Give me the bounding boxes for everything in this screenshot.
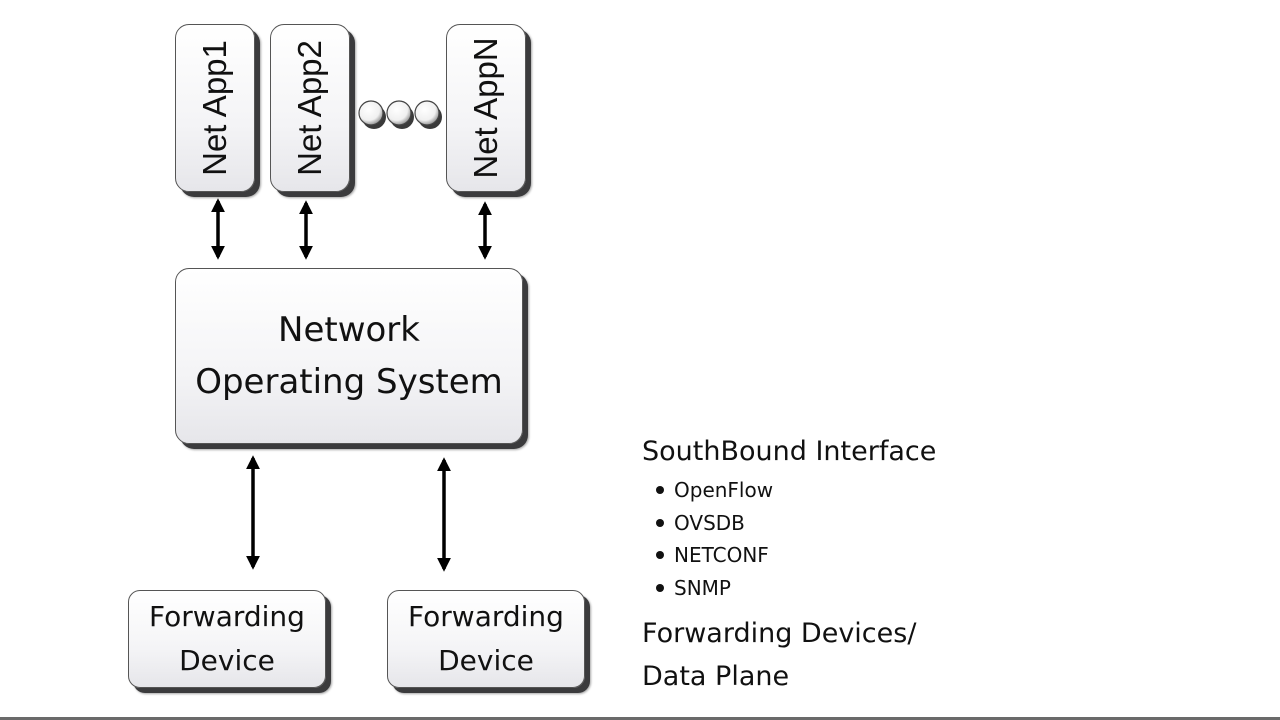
network-operating-system-box: Network Operating System	[175, 268, 523, 444]
southbound-interface-title: SouthBound Interface	[642, 436, 937, 467]
ellipsis-dot	[358, 100, 386, 129]
ellipsis-dot	[386, 100, 414, 129]
ellipsis-dots-icon	[358, 100, 442, 129]
net-app-2-box: Net App2	[270, 24, 350, 192]
forwarding-device-line2: Device	[438, 644, 534, 677]
net-app-1-box: Net App1	[175, 24, 255, 192]
southbound-protocol-list: OpenFlow OVSDB NETCONF SNMP	[656, 474, 773, 604]
list-item: OpenFlow	[656, 474, 773, 507]
bullet-icon	[656, 486, 664, 495]
data-plane-title-line2: Data Plane	[642, 661, 790, 692]
list-item: SNMP	[656, 572, 773, 605]
bottom-divider	[0, 717, 1280, 720]
forwarding-device-box: Forwarding Device	[387, 590, 585, 688]
nos-label-line2: Operating System	[195, 362, 503, 402]
net-app-n-box: Net AppN	[446, 24, 526, 192]
bullet-icon	[656, 551, 664, 560]
ellipsis-dot	[414, 100, 442, 129]
protocol-label: OVSDB	[674, 510, 745, 535]
forwarding-device-line2: Device	[179, 644, 275, 677]
data-plane-title-line1: Forwarding Devices/	[642, 618, 917, 649]
data-plane-title: Forwarding Devices/ Data Plane	[642, 612, 916, 698]
forwarding-device-box: Forwarding Device	[128, 590, 326, 688]
list-item: OVSDB	[656, 507, 773, 540]
protocol-label: NETCONF	[674, 543, 769, 568]
bullet-icon	[656, 583, 664, 592]
nos-label-line1: Network	[278, 310, 420, 350]
bullet-icon	[656, 518, 664, 527]
forwarding-device-line1: Forwarding	[149, 600, 305, 633]
forwarding-device-line1: Forwarding	[408, 600, 564, 633]
protocol-label: OpenFlow	[674, 478, 774, 503]
list-item: NETCONF	[656, 539, 773, 572]
protocol-label: SNMP	[674, 575, 731, 600]
